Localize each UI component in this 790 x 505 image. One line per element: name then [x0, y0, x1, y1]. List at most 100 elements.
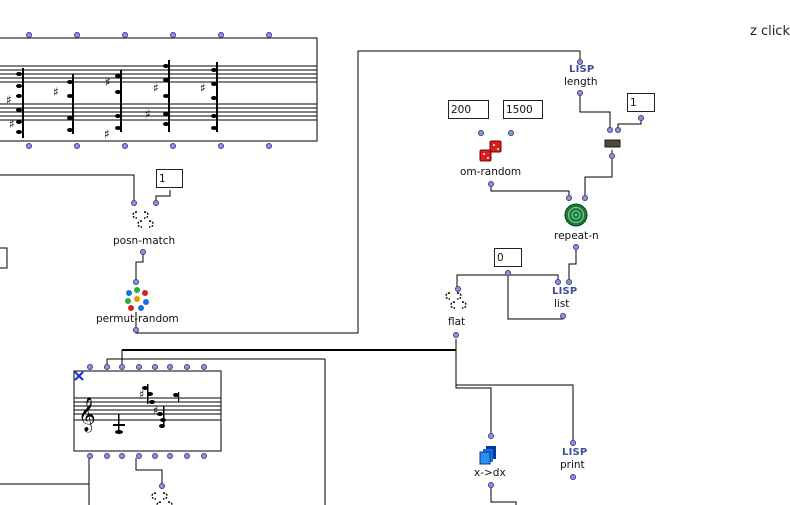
- svg-text:♯: ♯: [9, 117, 15, 131]
- om-random-label[interactable]: om-random: [460, 166, 522, 178]
- bracket-icon[interactable]: [132, 211, 154, 228]
- connection-port[interactable]: [167, 364, 173, 370]
- connection-port[interactable]: [570, 474, 576, 480]
- dice-icon[interactable]: [479, 140, 502, 162]
- connection-port[interactable]: [119, 364, 125, 370]
- connection-port[interactable]: [488, 482, 494, 488]
- repeat-count-numbox[interactable]: 1: [627, 93, 655, 112]
- treble-clef-icon: 𝄞: [78, 397, 96, 433]
- connection-port[interactable]: [218, 143, 224, 149]
- connection-port[interactable]: [87, 364, 93, 370]
- connection-port[interactable]: [152, 453, 158, 459]
- length-lisp-tag: LISP: [569, 64, 595, 75]
- connection-port[interactable]: [184, 364, 190, 370]
- length-box-label[interactable]: length: [564, 76, 598, 88]
- posn-n-numbox[interactable]: 1: [156, 169, 183, 188]
- connection-port[interactable]: [609, 153, 615, 159]
- score-notes-top: ♯ ♯ ♯ ♯ ♯ ♯ ♯ ♯: [6, 60, 218, 141]
- svg-text:♯: ♯: [200, 81, 206, 95]
- connection-port[interactable]: [152, 364, 158, 370]
- print-lisp-tag: LISP: [562, 447, 588, 458]
- dots-icon[interactable]: [125, 287, 149, 311]
- connection-port[interactable]: [167, 453, 173, 459]
- connection-port[interactable]: [26, 143, 32, 149]
- svg-text:♯: ♯: [53, 85, 59, 99]
- connection-port[interactable]: [201, 364, 207, 370]
- connection-port[interactable]: [136, 364, 142, 370]
- connection-port[interactable]: [136, 453, 142, 459]
- connection-port[interactable]: [122, 32, 128, 38]
- score-box-top: [0, 37, 318, 142]
- permut-random-label[interactable]: permut-random: [96, 313, 179, 325]
- connection-port[interactable]: [26, 32, 32, 38]
- pages-icon[interactable]: [479, 446, 496, 465]
- svg-text:♯: ♯: [153, 81, 159, 95]
- connection-port[interactable]: [570, 440, 576, 446]
- svg-text:♯: ♯: [105, 75, 111, 89]
- bracket-icon[interactable]: [151, 492, 173, 505]
- posn-match-label[interactable]: posn-match: [113, 235, 176, 247]
- hint-text: z click: [749, 24, 790, 39]
- connection-port[interactable]: [505, 270, 511, 276]
- connection-port[interactable]: [638, 115, 644, 121]
- random-min-numbox[interactable]: 200: [448, 100, 489, 119]
- svg-text:♯: ♯: [145, 107, 151, 121]
- connection-port[interactable]: [560, 313, 566, 319]
- spiral-icon[interactable]: [564, 203, 588, 227]
- print-box-label[interactable]: print: [560, 459, 585, 471]
- connection-port[interactable]: [87, 453, 93, 459]
- svg-text:♯: ♯: [153, 404, 158, 417]
- connection-port[interactable]: [133, 327, 139, 333]
- svg-text:♯: ♯: [104, 127, 110, 141]
- connection-port[interactable]: [566, 195, 572, 201]
- svg-text:♯: ♯: [139, 388, 144, 401]
- connection-port[interactable]: [119, 453, 125, 459]
- connection-port[interactable]: [159, 483, 165, 489]
- connection-port[interactable]: [122, 143, 128, 149]
- random-max-numbox[interactable]: 1500: [503, 100, 543, 119]
- connection-port[interactable]: [555, 279, 561, 285]
- connection-port[interactable]: [573, 244, 579, 250]
- connection-port[interactable]: [266, 32, 272, 38]
- connection-port[interactable]: [218, 32, 224, 38]
- connection-port[interactable]: [74, 143, 80, 149]
- connection-port[interactable]: [104, 453, 110, 459]
- close-x-icon[interactable]: [74, 371, 84, 381]
- bracket-icon[interactable]: [445, 292, 467, 309]
- x-dx-label[interactable]: x->dx: [474, 467, 506, 479]
- connection-port[interactable]: [566, 279, 572, 285]
- connection-port[interactable]: [488, 433, 494, 439]
- connection-port[interactable]: [170, 32, 176, 38]
- connection-port[interactable]: [615, 127, 621, 133]
- connection-port[interactable]: [607, 127, 613, 133]
- repeat-n-label[interactable]: repeat-n: [554, 230, 599, 242]
- connection-port[interactable]: [577, 90, 583, 96]
- score-staff-top: [0, 65, 317, 121]
- connection-port[interactable]: [508, 130, 514, 136]
- score-box-bottom: [73, 370, 222, 452]
- connection-port[interactable]: [153, 200, 159, 206]
- connection-port[interactable]: [131, 200, 137, 206]
- connection-port[interactable]: [74, 32, 80, 38]
- connection-port[interactable]: [453, 332, 459, 338]
- patch-connections: [0, 37, 642, 505]
- connection-port[interactable]: [577, 59, 583, 65]
- connection-port[interactable]: [582, 195, 588, 201]
- connection-port[interactable]: [133, 279, 139, 285]
- connection-port[interactable]: [170, 143, 176, 149]
- connection-port[interactable]: [104, 364, 110, 370]
- connection-port[interactable]: [488, 181, 494, 187]
- connection-port[interactable]: [140, 249, 146, 255]
- list-arg-numbox[interactable]: 0: [494, 248, 522, 267]
- flat-label[interactable]: flat: [448, 316, 466, 328]
- connection-port[interactable]: [184, 453, 190, 459]
- list-box-label[interactable]: list: [554, 298, 570, 310]
- connection-port[interactable]: [455, 286, 461, 292]
- slot-icon[interactable]: [604, 139, 621, 148]
- connection-port[interactable]: [201, 453, 207, 459]
- connection-port[interactable]: [478, 130, 484, 136]
- svg-text:♯: ♯: [6, 93, 12, 107]
- score-notes-bottom: 𝄞 ♯ ♯: [78, 384, 180, 434]
- connection-port[interactable]: [266, 143, 272, 149]
